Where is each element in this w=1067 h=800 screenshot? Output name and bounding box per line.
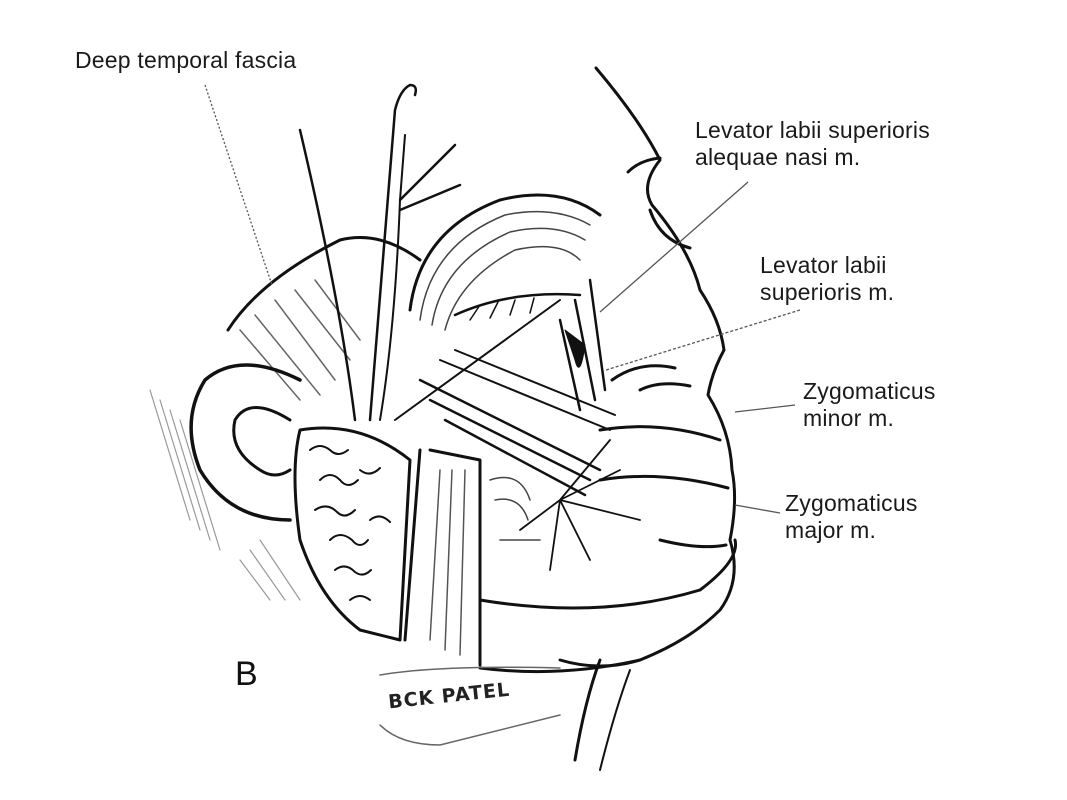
background-hatching bbox=[239, 539, 301, 601]
leader-line-zygomaticus-minor bbox=[734, 404, 796, 413]
temporal-region-outline bbox=[226, 236, 422, 332]
label-line: alequae nasi m. bbox=[695, 144, 861, 170]
jaw-line bbox=[478, 658, 642, 674]
eyebrow-stroke bbox=[626, 156, 662, 174]
nerve-branch bbox=[398, 143, 462, 212]
label-line: major m. bbox=[785, 517, 877, 543]
buccinator-fibers bbox=[489, 476, 541, 541]
leader-line-levator-labii-superioris bbox=[605, 309, 801, 371]
nostril-outline bbox=[610, 364, 692, 392]
label-line: Zygomaticus bbox=[803, 378, 936, 404]
leader-line-levator-labii-alaeque-nasi bbox=[599, 181, 749, 313]
modiolus-radiation bbox=[519, 439, 641, 571]
signature-underline bbox=[379, 714, 561, 746]
label-zygomaticus-major: Zygomaticus major m. bbox=[785, 490, 918, 544]
label-line: Levator labii bbox=[760, 252, 887, 278]
nerve-branch bbox=[298, 128, 357, 422]
label-line: minor m. bbox=[803, 405, 895, 431]
label-deep-temporal-fascia: Deep temporal fascia bbox=[75, 47, 296, 74]
temporal-fascia-hatching bbox=[239, 279, 361, 401]
lower-lip bbox=[598, 474, 730, 490]
nerve-branch bbox=[368, 83, 418, 422]
label-levator-labii-superioris: Levator labii superioris m. bbox=[760, 252, 894, 306]
zygomaticus-major-muscle bbox=[418, 378, 602, 497]
neck-line bbox=[573, 658, 602, 762]
eye-outline bbox=[648, 208, 692, 250]
nerve-branch bbox=[379, 134, 406, 421]
levator-labii-muscle bbox=[558, 278, 607, 412]
panel-letter: B bbox=[235, 655, 258, 693]
leader-line-zygomaticus-major bbox=[734, 504, 781, 514]
upper-lip bbox=[598, 425, 722, 442]
face-profile-outline bbox=[558, 66, 737, 668]
neck-line-2 bbox=[599, 669, 631, 771]
ear-outline bbox=[189, 363, 302, 522]
orbicularis-oculi bbox=[408, 193, 602, 312]
ear-inner bbox=[232, 406, 292, 477]
signature-underline bbox=[379, 666, 561, 676]
leader-line-deep-temporal-fascia bbox=[204, 84, 273, 286]
label-levator-labii-superioris-alaeque-nasi: Levator labii superioris alequae nasi m. bbox=[695, 117, 930, 171]
label-zygomaticus-minor: Zygomaticus minor m. bbox=[803, 378, 936, 432]
chin-line bbox=[658, 538, 728, 549]
zygomaticus-minor-muscle bbox=[439, 349, 616, 431]
parotid-gland-outline bbox=[293, 426, 412, 642]
label-line: Zygomaticus bbox=[785, 490, 918, 516]
masseter-outline bbox=[403, 448, 482, 667]
background-hatching bbox=[149, 389, 221, 551]
label-line: Deep temporal fascia bbox=[75, 47, 297, 73]
masseter-fibers bbox=[429, 469, 466, 656]
label-line: Levator labii superioris bbox=[695, 117, 930, 143]
eyelid-fibers bbox=[453, 292, 582, 317]
parotid-lobules bbox=[309, 445, 391, 601]
label-line: superioris m. bbox=[760, 279, 895, 305]
chin-outline bbox=[478, 538, 738, 610]
